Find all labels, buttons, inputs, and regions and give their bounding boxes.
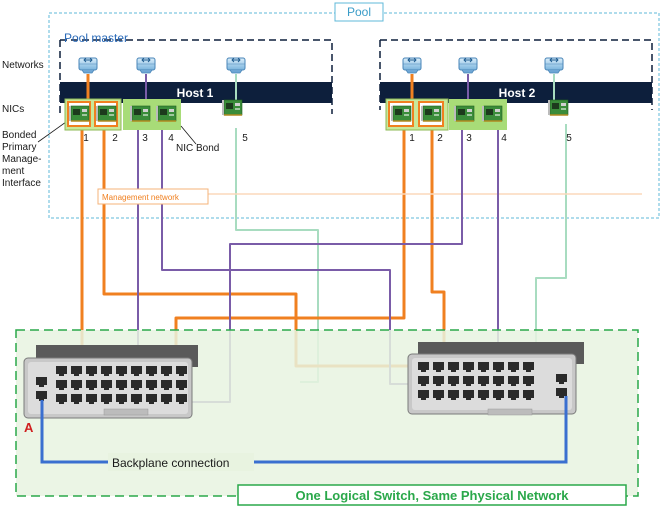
- host1-nic-label-4: 4: [168, 133, 174, 144]
- logical-switch-caption-box: [237, 484, 627, 506]
- bonded-pointer-line: [37, 121, 67, 143]
- host1-nic-label-3: 3: [142, 133, 148, 144]
- host2-nic2-card: [420, 105, 442, 122]
- svg-text:Primary: Primary: [2, 142, 36, 153]
- network-icon-host2-3: [544, 57, 564, 74]
- svg-text:Bonded: Bonded: [2, 130, 36, 141]
- network-icon-host1-3: [226, 57, 246, 74]
- switch-a-ports: [36, 366, 187, 404]
- logical-switch-caption: One Logical Switch, Same Physical Networ…: [295, 488, 569, 503]
- pool-label: Pool: [347, 5, 371, 19]
- host1-label: Host 1: [177, 86, 214, 100]
- network-icon-host1-2: [136, 57, 156, 74]
- bonded-interface-label: Bonded Primary Manage- ment Interface: [2, 130, 41, 189]
- network-icon-host2-2: [458, 57, 478, 74]
- host1-nic-label-1: 1: [83, 133, 89, 144]
- host2-nic-label-2: 2: [437, 133, 443, 144]
- host2-bar: [380, 82, 652, 103]
- host1-nic4-card: [155, 105, 177, 122]
- host1-nic1-card: [68, 105, 90, 122]
- backplane-label-bg: [108, 453, 254, 471]
- pool-label-box: [334, 2, 384, 22]
- host2-nic-label-5: 5: [566, 133, 572, 144]
- networks-label: Networks: [2, 60, 44, 71]
- svg-text:Interface: Interface: [2, 178, 41, 189]
- host2-nic5-card: [547, 99, 569, 116]
- switch-b: [407, 342, 584, 416]
- network-icon-host2-1: [402, 57, 422, 74]
- host1-nic3-card: [129, 105, 151, 122]
- nic-bond-label: NIC Bond: [176, 143, 219, 154]
- switch-a: [23, 345, 198, 419]
- host1-nic-label-2: 2: [112, 133, 118, 144]
- host2-nic-label-4: 4: [501, 133, 507, 144]
- host2-nic-label-3: 3: [466, 133, 472, 144]
- host1-bar: [60, 82, 332, 103]
- host1-nic2-card: [95, 105, 117, 122]
- pool-master-label: Pool master: [64, 31, 128, 45]
- host1-nic-label-5: 5: [242, 133, 248, 144]
- management-network-label: Management network: [102, 193, 180, 202]
- svg-text:ment: ment: [2, 166, 24, 177]
- management-network-box: [97, 188, 209, 205]
- nic-bond-pointer: [180, 125, 197, 145]
- switch-a-marker: A: [24, 420, 34, 435]
- backplane-label: Backplane connection: [112, 456, 229, 470]
- host2-nic1-card: [390, 105, 412, 122]
- backplane-cable: [40, 396, 568, 464]
- host1-nic5-card: [221, 99, 243, 116]
- host2-nic-label-1: 1: [409, 133, 415, 144]
- host2-nic3-card: [453, 105, 475, 122]
- host2-label: Host 2: [499, 86, 536, 100]
- switch-b-label-plate: [487, 408, 533, 416]
- switch-a-label-plate: [103, 408, 149, 416]
- network-icon-host1-1: [78, 57, 98, 74]
- host2-nic4-card: [481, 105, 503, 122]
- svg-text:Manage-: Manage-: [2, 154, 41, 165]
- nics-label: NICs: [2, 104, 24, 115]
